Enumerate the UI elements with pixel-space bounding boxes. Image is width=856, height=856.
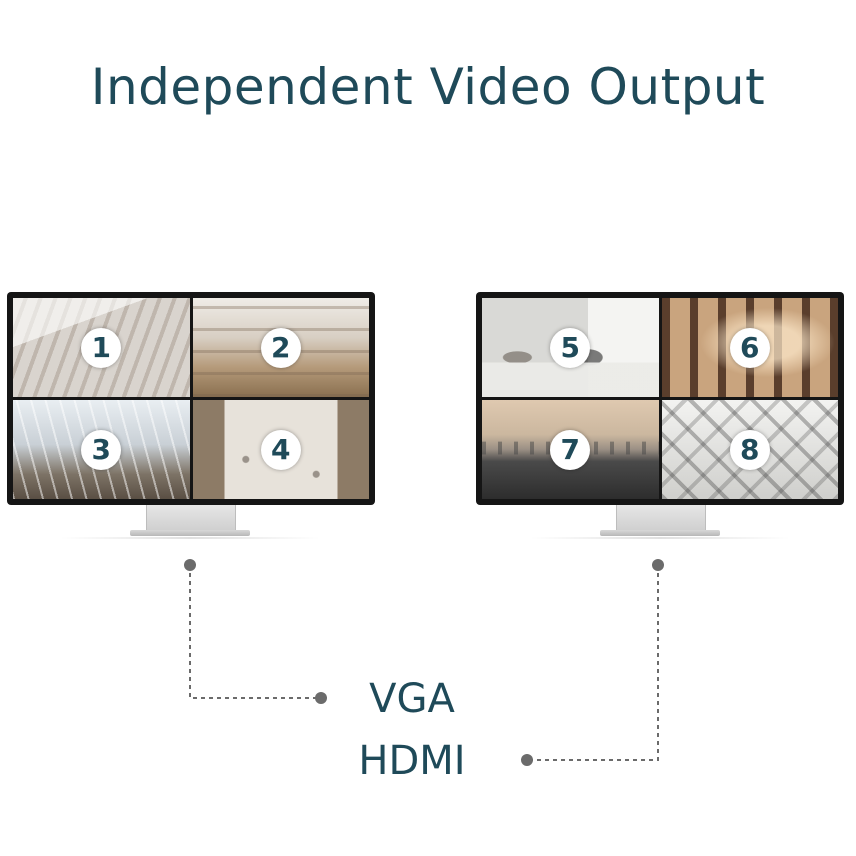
vga-label: VGA: [369, 676, 455, 722]
left-monitor-stand: [146, 505, 236, 531]
camera-tile-1: 1: [13, 298, 190, 397]
camera-number-badge: 7: [550, 429, 591, 470]
camera-number-badge: 2: [260, 327, 301, 368]
right-monitor-shadow: [530, 537, 790, 539]
hdmi-connector: [521, 559, 664, 766]
camera-number-badge: 1: [81, 327, 122, 368]
right-monitor-stand: [616, 505, 706, 531]
camera-tile-7: 7: [482, 400, 659, 499]
camera-number-badge: 8: [729, 429, 770, 470]
right-monitor-base: [600, 530, 720, 536]
camera-tile-3: 3: [13, 400, 190, 499]
camera-number-badge: 6: [729, 327, 770, 368]
right-monitor-screen: 5 6 7 8: [476, 292, 844, 505]
left-monitor-screen: 1 2 3 4: [7, 292, 375, 505]
camera-tile-6: 6: [661, 298, 838, 397]
camera-tile-4: 4: [192, 400, 369, 499]
camera-tile-5: 5: [482, 298, 659, 397]
vga-connector: [184, 559, 327, 704]
camera-number-badge: 4: [260, 429, 301, 470]
camera-number-badge: 3: [81, 429, 122, 470]
hdmi-label: HDMI: [358, 738, 466, 784]
camera-number-badge: 5: [550, 327, 591, 368]
camera-tile-2: 2: [192, 298, 369, 397]
page-title: Independent Video Output: [90, 58, 766, 116]
left-monitor-shadow: [60, 537, 320, 539]
camera-tile-8: 8: [661, 400, 838, 499]
left-monitor-base: [130, 530, 250, 536]
